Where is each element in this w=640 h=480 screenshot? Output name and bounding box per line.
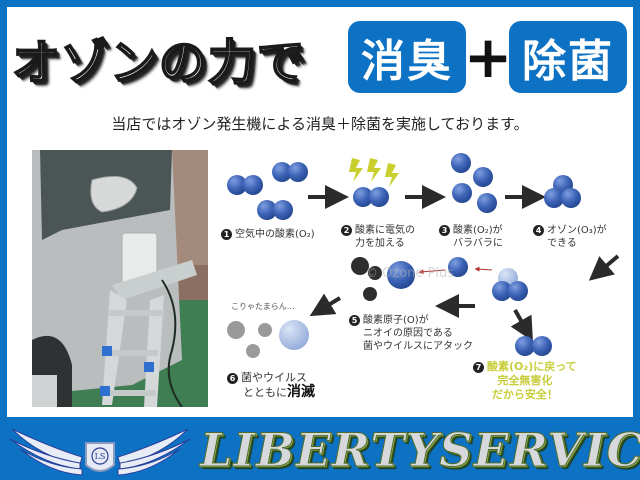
plus-sign: + xyxy=(463,23,513,91)
diagram-graphics xyxy=(227,153,620,358)
germ-icons-grey xyxy=(227,321,272,358)
winged-emblem-icon: LS xyxy=(9,428,191,476)
spark-icons xyxy=(349,158,399,187)
headline: オゾンの力で xyxy=(11,18,307,98)
germ-icons-dark xyxy=(351,257,382,301)
footer: LS LIBERTYSERVICE xyxy=(0,417,640,480)
photo-illustration xyxy=(32,150,208,407)
ozone-machine-photo xyxy=(32,150,208,407)
step1-molecules xyxy=(227,162,308,220)
headline-text: オゾンの力で xyxy=(11,34,307,92)
emblem-initials: LS xyxy=(95,452,106,461)
watermark: © Ozone Plus xyxy=(365,266,454,281)
subtitle: 当店ではオゾン発生機による消臭＋除菌を実施しております。 xyxy=(111,115,529,133)
sterilize-label: 除菌 xyxy=(522,36,614,87)
brand-logo-text: LIBERTYSERVICE xyxy=(199,423,640,478)
sterilize-badge: 除菌 xyxy=(509,21,627,93)
deodorize-label: 消臭 xyxy=(361,36,453,87)
germ-speech: こりゃたまらん… xyxy=(231,302,295,311)
deodorize-badge: 消臭 xyxy=(348,21,466,93)
